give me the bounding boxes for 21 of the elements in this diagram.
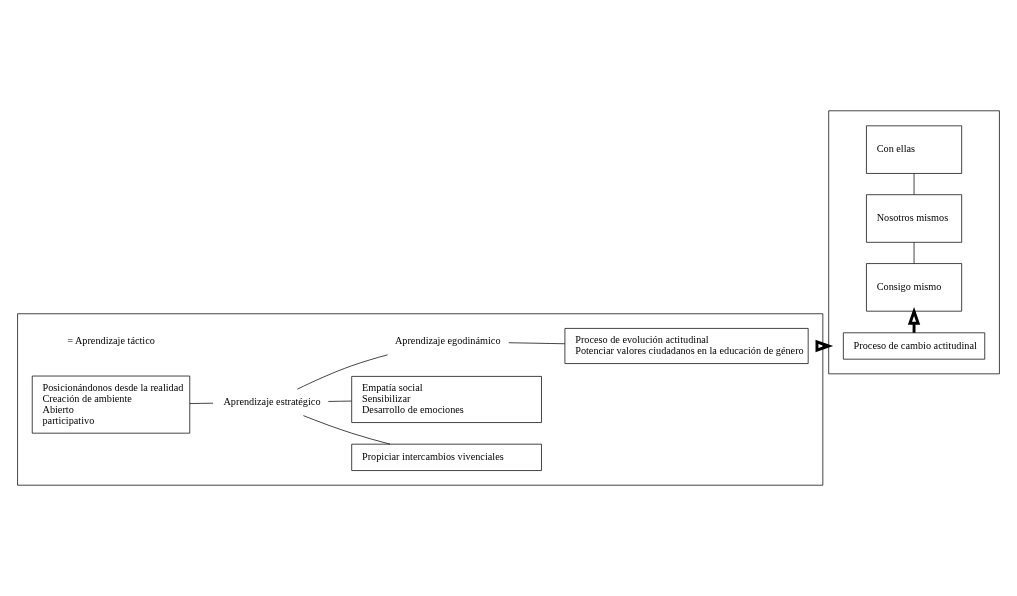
node-box: Con ellas <box>866 125 963 174</box>
node-label: = Aprendizaje táctico <box>67 335 155 347</box>
connector <box>508 342 566 345</box>
connector <box>189 402 214 404</box>
node-text: Aprendizaje estratégico <box>223 396 321 408</box>
cluster <box>17 313 824 486</box>
node-box: Consigo mismo <box>866 263 963 312</box>
node-box: Nosotros mismos <box>866 194 963 243</box>
connector <box>913 242 915 264</box>
node-box: Posicionándonos desde la realidad Creación de ambiente Abierto participativo <box>31 375 191 434</box>
connector <box>303 415 391 445</box>
node-box: Propiciar intercambios vivenciales <box>351 443 542 471</box>
connector <box>297 354 388 390</box>
node-box: Empatía social Sensibilizar Desarrollo de emociones <box>351 376 542 423</box>
connector <box>913 173 915 195</box>
node-box: Proceso de evolución actitudinal Potenciar valores ciudadanos en la educación de género <box>564 328 809 364</box>
cluster <box>828 110 1000 375</box>
node-text: Aprendizaje egodinámico <box>394 335 501 347</box>
connector <box>327 400 352 402</box>
arrow <box>815 339 834 353</box>
node-box: Proceso de cambio actitudinal <box>843 332 986 360</box>
